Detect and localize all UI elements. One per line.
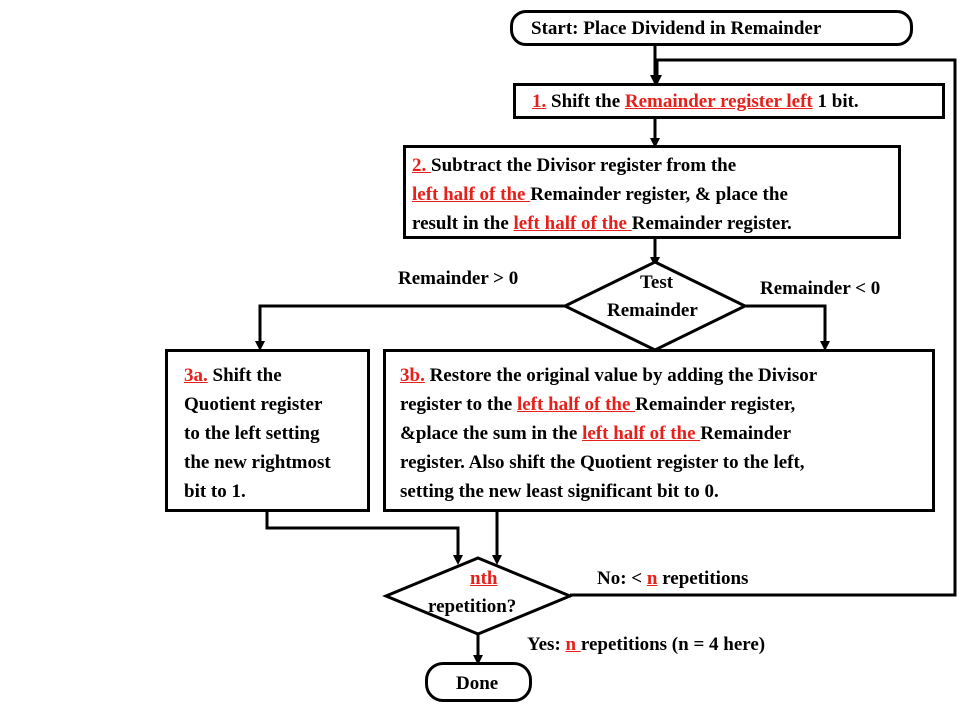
step2-line2: left half of the Remainder register, & p… [412, 180, 788, 209]
step2-line3-a: result in the [412, 213, 514, 234]
repetition-label-line1: nth [470, 568, 498, 589]
step3b-line1: 3b. Restore the original value by adding… [400, 361, 817, 390]
yes-label-a: Yes: [527, 634, 566, 655]
arrow-loop-back [570, 58, 957, 597]
step3b-line3: &place the sum in the left half of the R… [400, 419, 791, 448]
step3a-line3: to the left setting [184, 423, 320, 444]
no-label: No: < n repetitions [597, 568, 748, 590]
step2-box: 2. Subtract the Divisor register from th… [403, 145, 901, 239]
step3b-line2: register to the left half of the Remaind… [400, 390, 795, 419]
step3b-line2-a: register to the [400, 394, 517, 415]
step3b-line3-b: Remainder [700, 423, 792, 444]
step2-line1: 2. Subtract the Divisor register from th… [412, 151, 736, 180]
yes-label: Yes: n repetitions (n = 4 here) [527, 634, 765, 656]
branch-gt-label: Remainder > 0 [398, 268, 519, 289]
yes-label-n: n [565, 634, 581, 655]
step3a-line1: 3a. Shift the [184, 361, 282, 390]
test-label-line1: Test [640, 272, 674, 293]
step2-line2-red: left half of the [412, 184, 531, 205]
step2-line3-red: left half of the [513, 213, 632, 234]
step2-line3-b: Remainder register. [631, 213, 792, 234]
start-label: Start: Place Dividend in Remainder [531, 18, 822, 39]
arrow-test-to-3b [745, 304, 830, 351]
step1-number: 1. [532, 91, 547, 112]
step3a-line4: the new rightmost [184, 452, 331, 473]
step2-line1-text: Subtract the Divisor register from the [431, 155, 737, 176]
step3b-line3-red: left half of the [582, 423, 701, 444]
step3b-line4: register. Also shift the Quotient regist… [400, 452, 805, 473]
step1-text: 1. Shift the Remainder register left 1 b… [532, 87, 859, 116]
step3a-line1-text: Shift the [207, 365, 282, 386]
step3a-line2: Quotient register [184, 394, 323, 415]
step2-line3: result in the left half of the Remainder… [412, 209, 792, 238]
no-label-n: n [646, 568, 658, 589]
repetition-diamond [382, 556, 574, 636]
step3b-number: 3b. [400, 365, 425, 386]
no-label-b: repetitions [657, 568, 749, 589]
step3a-number: 3a. [184, 365, 208, 386]
arrow-test-to-3a [255, 304, 565, 351]
repetition-label-line2: repetition? [428, 596, 517, 617]
start-box: Start: Place Dividend in Remainder [510, 10, 913, 46]
step2-number: 2. [412, 155, 431, 176]
done-box: Done [425, 662, 532, 702]
step3b-line1-text: Restore the original value by adding the… [424, 365, 818, 386]
no-label-a: No: < [597, 568, 647, 589]
step3b-box: 3b. Restore the original value by adding… [383, 349, 935, 512]
step1-box: 1. Shift the Remainder register left 1 b… [513, 83, 945, 119]
step3b-line2-b: Remainder register, [635, 394, 796, 415]
step1-red: Remainder register left [624, 91, 813, 112]
step3a-line5: bit to 1. [184, 481, 246, 502]
step3b-line3-a: &place the sum in the [400, 423, 583, 444]
step3b-line2-red: left half of the [516, 394, 636, 415]
step1-part-b: 1 bit. [812, 91, 859, 112]
yes-label-b: repetitions (n = 4 here) [580, 634, 766, 655]
done-label: Done [456, 673, 499, 694]
branch-lt-label: Remainder < 0 [760, 278, 881, 299]
step2-line2-text: Remainder register, & place the [530, 184, 788, 205]
step3a-box: 3a. Shift the Quotient register to the l… [165, 349, 370, 512]
test-label-line2: Remainder [607, 300, 698, 321]
arrow-3a-to-repetition [265, 512, 463, 565]
step1-part-a: Shift the [546, 91, 625, 112]
step3b-line5: setting the new least significant bit to… [400, 481, 719, 502]
